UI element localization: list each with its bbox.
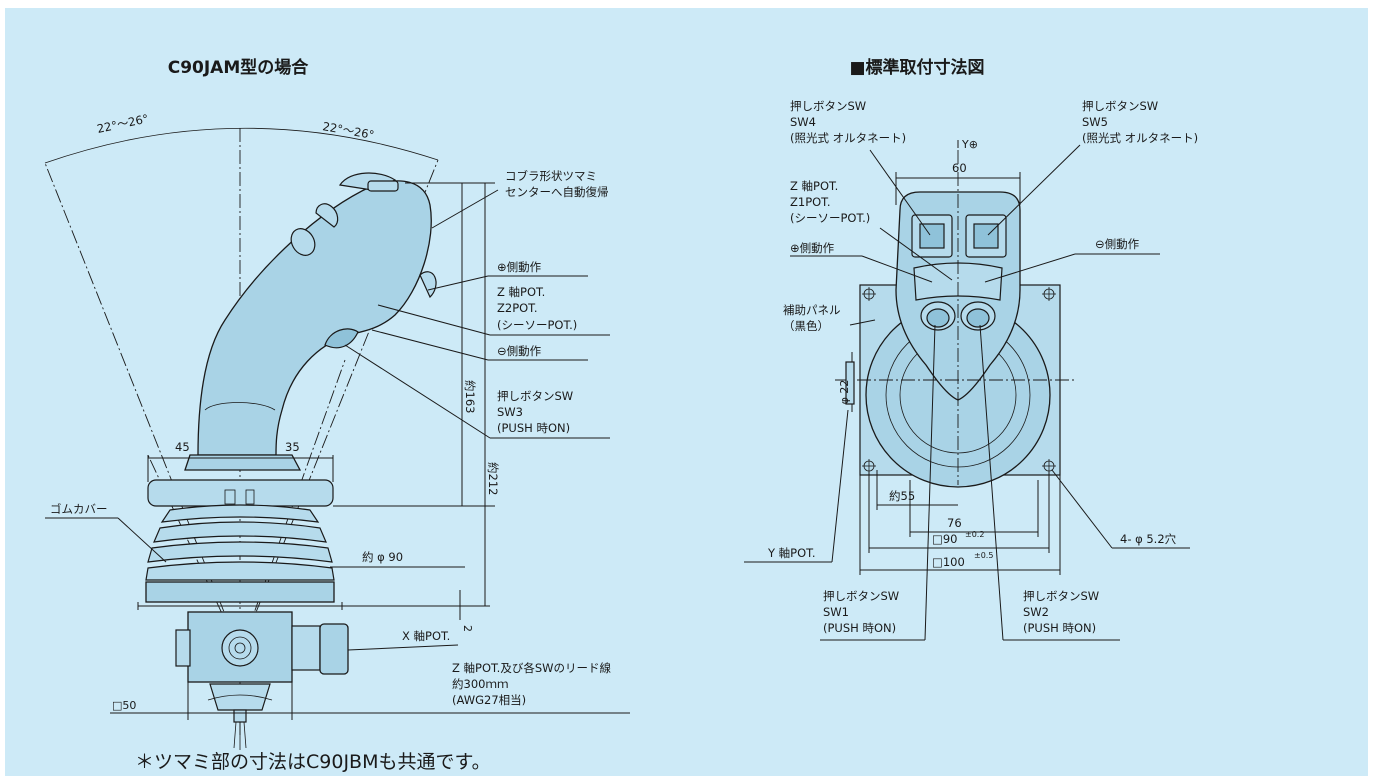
callout-sw3-3: (PUSH 時ON) (497, 421, 570, 435)
mount-hole-tl (862, 287, 876, 301)
callout-sw2-1: 押しボタンSW (1023, 589, 1099, 603)
left-title: C90JAM型の場合 (168, 57, 310, 78)
y-axis-pot (845, 361, 855, 405)
dim-sq100: □100 (932, 555, 965, 569)
x-axis-pot (319, 623, 349, 675)
dim-212: 約212 (486, 462, 500, 495)
cobra-knob (197, 180, 432, 456)
knob-top-button (367, 180, 399, 192)
callout-panel-2: （黒色） (783, 319, 829, 333)
mount-flange (145, 581, 335, 603)
callout-minus-side: ⊖側動作 (497, 344, 542, 358)
right-top-view: Y⊕ φ 22 60 約55 76 □90 ±0.2 □100 ±0.5 押しボ… (744, 99, 1198, 641)
angle-left-label: 22°～26° (96, 111, 150, 136)
knob-rocker (419, 271, 437, 299)
rubber-cover (160, 504, 320, 523)
right-title: ■標準取付寸法図 (849, 57, 984, 78)
dim-35: 35 (285, 440, 300, 454)
callout-sw3-2: SW3 (497, 405, 523, 419)
dim-dia22: φ 22 (838, 380, 851, 405)
angle-arc (44, 127, 439, 164)
rocker-switch (913, 262, 1003, 301)
dim-45: 45 (175, 440, 190, 454)
callout-knob-1: コブラ形状ツマミ (505, 169, 597, 183)
mount-hole-bl (862, 459, 876, 473)
callout-x-pot: X 軸POT. (402, 629, 450, 643)
callout-zpot-r-3: (シーソーPOT.) (790, 211, 870, 225)
dim-76: 76 (947, 516, 962, 530)
callout-zpot-3: (シーソーPOT.) (497, 318, 577, 332)
callout-knob-2: センターへ自動復帰 (505, 185, 609, 199)
angle-right-label: 22°～26° (321, 119, 375, 142)
callout-sw4-2: SW4 (790, 115, 816, 129)
callout-lead-3: (AWG27相当) (452, 693, 526, 707)
knob-side-button-upper (315, 203, 339, 228)
callout-zpot-r-1: Z 軸POT. (790, 179, 838, 193)
dim-sq90-tol: ±0.2 (965, 530, 984, 539)
callout-y-pot: Y 軸POT. (767, 546, 815, 560)
callout-plus-side-r: ⊕側動作 (790, 241, 835, 255)
mount-hole-br (1042, 459, 1056, 473)
callout-zpot-r-2: Z1POT. (790, 195, 831, 209)
callout-zpot-1: Z 軸POT. (497, 285, 545, 299)
dim-sq50: □50 (112, 699, 136, 712)
callout-sw1-2: SW1 (823, 605, 849, 619)
mount-hole-tr (1042, 287, 1056, 301)
sw3-button (324, 328, 359, 349)
callout-plus-side: ⊕側動作 (497, 260, 542, 274)
dim-sq100-tol: ±0.5 (974, 551, 993, 560)
dim-55: 約55 (889, 489, 915, 503)
lead-wires (233, 721, 247, 750)
callout-sw1-1: 押しボタンSW (823, 589, 899, 603)
y-plus-label: Y⊕ (961, 138, 978, 151)
callout-sw5-2: SW5 (1082, 115, 1108, 129)
callout-lead-1: Z 軸POT.及び各SWのリード線 (452, 661, 612, 675)
dim-sq90: □90 (932, 532, 958, 546)
callout-sw4-3: (照光式 オルタネート) (790, 131, 906, 145)
callout-hole: 4- φ 5.2穴 (1120, 532, 1177, 546)
callout-rubber-cover: ゴムカバー (50, 502, 108, 516)
callout-zpot-2: Z2POT. (497, 301, 538, 315)
callout-sw5-1: 押しボタンSW (1082, 99, 1158, 113)
dim-60: 60 (952, 161, 967, 175)
dim-2: 2 (461, 625, 474, 632)
callout-sw2-3: (PUSH 時ON) (1023, 621, 1096, 635)
left-side-view: 22°～26° 22°～26° (44, 111, 630, 750)
callout-minus-side-r: ⊖側動作 (1095, 237, 1140, 251)
dim-dia90: 約 φ 90 (362, 550, 403, 564)
dim-163: 約163 (463, 380, 477, 413)
callout-sw2-2: SW2 (1023, 605, 1049, 619)
callout-sw3-1: 押しボタンSW (497, 389, 573, 403)
knob-side-button (290, 228, 316, 256)
callout-sw5-3: (照光式 オルタネート) (1082, 131, 1198, 145)
callout-panel-1: 補助パネル (783, 303, 841, 317)
callout-sw4-1: 押しボタンSW (790, 99, 866, 113)
callout-sw1-3: (PUSH 時ON) (823, 621, 896, 635)
knob-collar (147, 479, 334, 507)
footnote: ＊ツマミ部の寸法はC90JBMも共通です。 (135, 751, 491, 773)
callout-lead-2: 約300ｍｍ (452, 677, 508, 691)
